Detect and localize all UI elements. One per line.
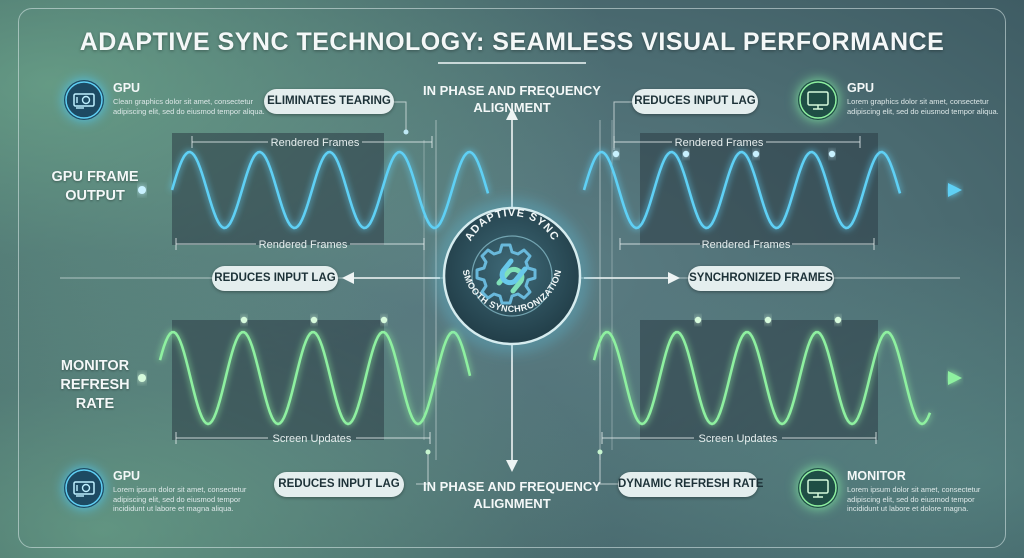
arrow-right-head <box>668 272 680 284</box>
monitor-peak-dot-3 <box>380 316 388 324</box>
monitor-peak-dot-6 <box>834 316 842 324</box>
connector-dynamic-refresh <box>599 454 618 485</box>
gpu-peak-dot-3 <box>752 150 760 158</box>
rendered-frames-label-top-right: Rendered Frames <box>675 137 764 149</box>
page-title: ADAPTIVE SYNC TECHNOLOGY: SEAMLESS VISUA… <box>79 28 945 56</box>
dimension-screen-updates-right <box>601 432 877 444</box>
pill-reduces-input-lag-mid: REDUCES INPUT LAG <box>212 266 338 291</box>
monitor-start-dot <box>138 374 146 382</box>
gpu-peak-dot-2 <box>682 150 690 158</box>
rendered-frames-label-top-left: Rendered Frames <box>271 137 360 149</box>
monitor-peak-dot-1 <box>240 316 248 324</box>
rendered-frames-label-bottom-right: Rendered Frames <box>702 239 791 251</box>
dimension-rendered-frames-bottom-left <box>175 238 425 250</box>
badge-inner-ring <box>471 235 553 317</box>
gpu-start-dot <box>138 186 146 194</box>
gpu-wave-right <box>582 150 902 230</box>
gpu-wave-left <box>170 150 490 230</box>
phase-alignment-label-top: IN PHASE AND FREQUENCY ALIGNMENT <box>423 83 601 115</box>
card-top-left-body: Clean graphics dolor sit amet, consectet… <box>113 97 265 116</box>
gpu-frame-output-label: GPU FRAME OUTPUT <box>51 169 139 204</box>
axis-arrow-down <box>506 460 518 472</box>
connector-reduces-lag-bottom <box>416 454 429 485</box>
chain-link-icon <box>496 258 528 294</box>
pill-reduces-input-lag-top: REDUCES INPUT LAG <box>632 89 758 114</box>
card-top-right-title: GPU <box>847 81 875 95</box>
gpu-peak-dots <box>612 150 836 158</box>
title-underline <box>438 62 586 64</box>
frame-box-bottom-right <box>640 320 878 440</box>
badge-outer-ring <box>442 206 582 346</box>
axis-arrow-up <box>506 108 518 120</box>
monitor-icon <box>798 80 838 120</box>
gpu-peak-dot-4 <box>828 150 836 158</box>
card-top-left-title: GPU <box>113 81 141 95</box>
monitor-refresh-rate-label: MONITOR REFRESH RATE <box>60 358 130 412</box>
monitor-peak-dots <box>240 316 842 324</box>
frame-box-bottom-left <box>172 320 384 440</box>
monitor-wave-left <box>158 330 472 426</box>
monitor-peak-dot-4 <box>694 316 702 324</box>
monitor-arrow-head <box>948 371 962 385</box>
monitor-peak-dot-2 <box>310 316 318 324</box>
pill-synchronized-frames: SYNCHRONIZED FRAMES <box>688 266 834 291</box>
dimension-screen-updates-left <box>175 432 431 444</box>
monitor-icon <box>798 468 838 508</box>
sync-gear-icon <box>475 243 537 305</box>
dimension-rendered-frames-bottom-right <box>619 238 875 250</box>
card-bottom-right-body: Lorem ipsum dolor sit amet, consectetur … <box>847 485 981 513</box>
connector-reduces-lag-top <box>613 101 632 150</box>
pill-dynamic-refresh-rate: DYNAMIC REFRESH RATE <box>618 472 763 497</box>
screen-updates-label-right: Screen Updates <box>699 433 778 445</box>
arrow-left-head <box>342 272 354 284</box>
card-bottom-right-title: MONITOR <box>847 469 906 483</box>
card-top-right-body: Lorem graphics dolor sit amet, consectet… <box>847 97 999 116</box>
frame-border <box>18 8 1006 548</box>
connector-eliminates-tearing <box>394 101 407 132</box>
card-bottom-left-body: Lorem ipsum dolor sit amet, consectetur … <box>113 485 247 513</box>
pill-reduces-input-lag-bottom: REDUCES INPUT LAG <box>274 472 404 497</box>
gpu-peak-dot-1 <box>612 150 620 158</box>
gpu-card-icon <box>64 468 104 508</box>
card-bottom-left-title: GPU <box>113 469 141 483</box>
gpu-arrow-head <box>948 183 962 197</box>
screen-updates-label-left: Screen Updates <box>273 433 352 445</box>
dimension-rendered-frames-top-right <box>613 136 861 148</box>
rendered-frames-label-bottom-left: Rendered Frames <box>259 239 348 251</box>
pill-eliminates-tearing: ELIMINATES TEARING <box>264 89 394 114</box>
monitor-wave-right <box>592 330 932 426</box>
dimension-rendered-frames-top-left <box>191 136 433 148</box>
phase-alignment-label-bottom: IN PHASE AND FREQUENCY ALIGNMENT <box>423 479 601 511</box>
monitor-peak-dot-5 <box>764 316 772 324</box>
gpu-card-icon <box>64 80 104 120</box>
